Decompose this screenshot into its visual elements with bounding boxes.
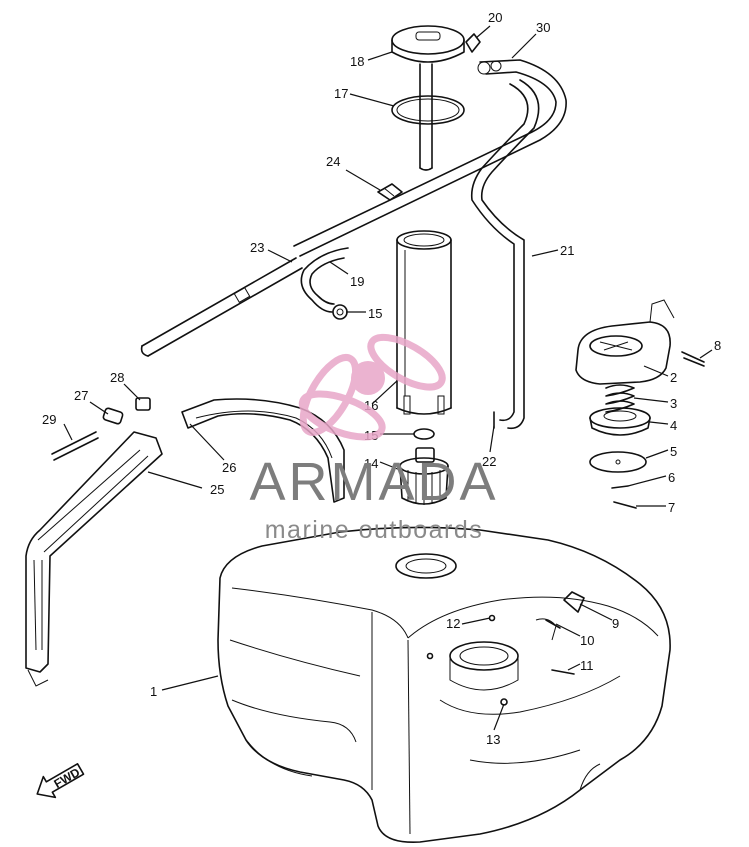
fwd-direction-marker: FWD xyxy=(36,763,85,799)
filler-cap-part-2 xyxy=(575,299,675,385)
fwd-label: FWD xyxy=(52,765,83,791)
clip-part-15-lower xyxy=(413,428,435,440)
brand-tagline: marine outboards xyxy=(265,516,484,544)
nut-part-28 xyxy=(135,397,151,411)
callout-4: 4 xyxy=(670,418,677,433)
callout-18: 18 xyxy=(350,54,364,69)
clip-part-15-upper xyxy=(332,304,348,320)
bolt-part-11 xyxy=(551,669,575,675)
callout-10: 10 xyxy=(580,633,594,648)
propeller-icon xyxy=(298,333,446,441)
rivet-part-12 xyxy=(426,614,496,660)
bolt-part-29 xyxy=(51,431,99,461)
callout-24: 24 xyxy=(326,154,340,169)
callout-26: 26 xyxy=(222,460,236,475)
callout-15-upper: 15 xyxy=(368,306,382,321)
callout-20: 20 xyxy=(488,10,502,25)
gasket-part-5 xyxy=(589,451,647,473)
fitting-part-9 xyxy=(563,591,585,613)
hose-part-21 xyxy=(470,79,540,430)
strainer-part-14 xyxy=(399,447,449,505)
callout-27: 27 xyxy=(74,388,88,403)
strap-part-26 xyxy=(181,398,345,503)
pin-part-6 xyxy=(611,485,629,489)
arrow-left-icon xyxy=(36,763,85,799)
screw-part-8 xyxy=(681,351,705,367)
callout-12: 12 xyxy=(446,616,460,631)
bushing-part-27 xyxy=(102,407,124,425)
callout-30: 30 xyxy=(536,20,550,35)
screw-part-10 xyxy=(545,619,561,629)
hose-part-30 xyxy=(293,59,567,257)
callout-13: 13 xyxy=(486,732,500,747)
callout-21: 21 xyxy=(560,243,574,258)
callout-2: 2 xyxy=(670,370,677,385)
hose-part-19 xyxy=(300,247,349,313)
clip-part-20 xyxy=(465,33,481,53)
callout-11: 11 xyxy=(580,658,594,673)
clip-part-7 xyxy=(613,501,637,509)
strap-part-25 xyxy=(25,431,163,687)
brand-name: ARMADA xyxy=(249,452,498,512)
callout-29: 29 xyxy=(42,412,56,427)
hose-part-23 xyxy=(140,257,303,357)
callout-1: 1 xyxy=(150,684,157,699)
spring-part-3 xyxy=(605,384,635,413)
callout-25: 25 xyxy=(210,482,224,497)
callout-6: 6 xyxy=(668,470,675,485)
callout-23: 23 xyxy=(250,240,264,255)
callout-8: 8 xyxy=(714,338,721,353)
leader-lines xyxy=(63,25,713,731)
callout-9: 9 xyxy=(612,616,619,631)
callout-28: 28 xyxy=(110,370,124,385)
callout-labels: 1 2 3 4 5 6 7 8 9 10 11 12 13 14 15 15 1… xyxy=(42,10,721,747)
callout-17: 17 xyxy=(334,86,348,101)
callout-22: 22 xyxy=(482,454,496,469)
vent-cap-part-18 xyxy=(391,25,465,171)
gasket-holder-part-4 xyxy=(589,407,651,436)
armada-watermark: ARMADA marine outboards xyxy=(249,333,498,544)
fuel-tank-part-1 xyxy=(217,526,671,843)
callout-7: 7 xyxy=(668,500,675,515)
o-ring-part-17 xyxy=(391,95,465,125)
clamp-part-24 xyxy=(377,183,403,201)
callout-3: 3 xyxy=(670,396,677,411)
callout-5: 5 xyxy=(670,444,677,459)
callout-14: 14 xyxy=(364,456,378,471)
callout-19: 19 xyxy=(350,274,364,289)
